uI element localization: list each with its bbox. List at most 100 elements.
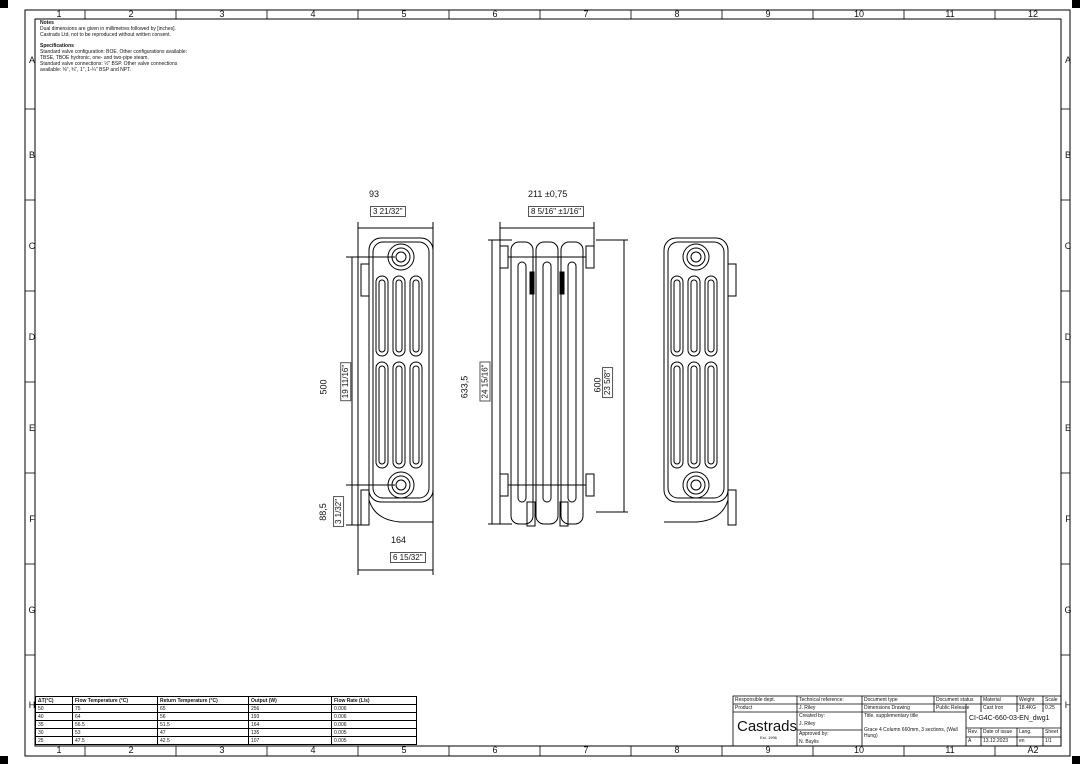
- corner-mark-bl: [0, 756, 8, 764]
- tb-created-label: Created by:: [799, 713, 825, 719]
- tb-title: Grace 4 Column 660mm, 3 sections, (Wall …: [864, 727, 958, 739]
- tb-doc-type: Dimensions Drawing: [864, 705, 910, 711]
- tb-sheet: 1/1: [1045, 738, 1052, 744]
- zone-col-7-bottom: 7: [583, 745, 589, 755]
- tb-scale: 0.25: [1045, 705, 1055, 711]
- tb-scale-label: Scale: [1045, 697, 1058, 703]
- zone-row-d-right: D: [1064, 332, 1072, 342]
- zone-row-e-right: E: [1064, 423, 1071, 433]
- dim-side-width-inch: 3 21/32": [370, 206, 406, 217]
- performance-table: ΔT(°C) Flow Temperature (°C) Return Temp…: [35, 696, 417, 745]
- spec-line: available: ⅜", ¾", 1", 1-¼" BSP and NPT.: [40, 67, 131, 73]
- spec-line: TBSE, TBOE hydronic, one- and two-pipe s…: [40, 55, 149, 61]
- table-row: 40 64 56 193 0.006: [35, 712, 417, 721]
- zone-col-11-bottom: 11: [945, 745, 955, 755]
- dim-front-width-inch: 8 5/16" ±1/16": [528, 206, 585, 217]
- dim-centers: 500: [318, 379, 329, 395]
- table-cell: 47.5: [72, 736, 158, 745]
- zone-col-4-bottom: 4: [310, 745, 316, 755]
- dim-centers-inch: 19 11/16": [340, 361, 352, 402]
- zone-col-3-bottom: 3: [219, 745, 225, 755]
- zone-col-7: 7: [583, 9, 589, 19]
- tb-created: J. Riley: [799, 721, 816, 727]
- brand-logo: Castrads: [737, 718, 798, 735]
- table-cell: 0.006: [331, 712, 417, 721]
- spec-line: Standard valve configuration: BOE. Other…: [40, 49, 188, 55]
- zone-row-h: H: [28, 700, 36, 710]
- zone-row-a: A: [28, 55, 35, 65]
- zone-row-a-right: A: [1064, 55, 1071, 65]
- table-row: 50 75 65 256 0.006: [35, 704, 417, 713]
- dim-bottom-width-inch: 6 15/32": [390, 552, 426, 563]
- tb-resp-dept-label: Responsible dept.: [735, 697, 776, 703]
- table-cell: 47: [157, 728, 249, 737]
- dim-overall: 633,5: [459, 375, 470, 399]
- tb-material-label: Material: [983, 697, 1001, 703]
- table-cell: 75: [72, 704, 158, 713]
- tb-rev: A: [968, 738, 972, 744]
- notes-line: Castrads Ltd, not to be reproduced witho…: [40, 32, 171, 38]
- tb-tech-ref-label: Technical reference:: [799, 697, 844, 703]
- tb-date-label: Date of issue: [983, 729, 1013, 735]
- dim-bottom-width: 164: [391, 535, 407, 545]
- dim-side-width: 93: [369, 189, 380, 199]
- zone-row-c: C: [28, 241, 36, 251]
- tb-doc-status-label: Document status: [936, 697, 974, 703]
- dim-floor-inch: 3 1/32": [333, 495, 345, 528]
- tb-resp-dept: Product: [735, 705, 753, 711]
- table-cell: 0.006: [331, 704, 417, 713]
- tb-sheet-label: Sheet: [1045, 729, 1059, 735]
- table-cell: 0.005: [331, 736, 417, 745]
- spec-heading: Specifications: [40, 43, 74, 49]
- tb-rev-label: Rev.: [968, 729, 978, 735]
- tb-weight-label: Weight: [1019, 697, 1035, 703]
- table-cell: 25: [35, 736, 73, 745]
- zone-col-8-bottom: 8: [674, 745, 680, 755]
- front-view: [488, 222, 628, 527]
- zone-row-d: D: [28, 332, 36, 342]
- zone-col-12: 12: [1027, 9, 1038, 19]
- col-header: Flow Temperature (°C): [72, 696, 158, 705]
- zone-col-11: 11: [945, 9, 955, 19]
- zone-row-f: F: [29, 514, 35, 524]
- table-cell: 35: [35, 720, 73, 729]
- zone-col-4: 4: [310, 9, 316, 19]
- table-cell: 30: [35, 728, 73, 737]
- table-cell: 0.006: [331, 720, 417, 729]
- zone-row-c-right: C: [1064, 241, 1072, 251]
- table-cell: 135: [248, 728, 332, 737]
- dim-height-inch: 23 5/8": [602, 366, 614, 399]
- zone-col-9: 9: [765, 9, 771, 19]
- table-cell: 164: [248, 720, 332, 729]
- tb-lang-label: Lang.: [1019, 729, 1032, 735]
- col-header: Return Temperature (°C): [157, 696, 249, 705]
- tb-doc-type-label: Document type: [864, 697, 898, 703]
- table-cell: 193: [248, 712, 332, 721]
- zone-col-9-bottom: 9: [765, 745, 771, 755]
- table-cell: 56.5: [72, 720, 158, 729]
- dim-height: 600: [592, 377, 603, 393]
- table-cell: 107: [248, 736, 332, 745]
- zone-col-a2-bottom: A2: [1027, 745, 1039, 755]
- zone-row-e: E: [28, 423, 35, 433]
- zone-col-6-bottom: 6: [492, 745, 498, 755]
- tb-doc-number: CI-G4C-660-03-EN_dwg1: [969, 715, 1050, 722]
- dim-front-width: 211 ±0,75: [528, 189, 568, 199]
- tb-approved: N. Baylis: [799, 739, 819, 745]
- dim-floor: 88,5: [317, 503, 328, 521]
- spec-line: Standard valve connections: ½" BSP. Othe…: [40, 61, 178, 67]
- tb-lang: en: [1019, 738, 1025, 744]
- tb-date: 13.12.2023: [983, 738, 1009, 744]
- zone-row-f-right: F: [1065, 514, 1071, 524]
- notes-heading: Notes: [40, 20, 54, 26]
- table-cell: 0.005: [331, 728, 417, 737]
- notes-line: Dual dimensions are given in millimetres…: [40, 26, 176, 32]
- table-cell: 42.5: [157, 736, 249, 745]
- zone-row-b: B: [28, 150, 35, 160]
- zone-col-2-bottom: 2: [128, 745, 134, 755]
- table-cell: 56: [157, 712, 249, 721]
- col-header: Output (W): [248, 696, 332, 705]
- table-cell: 50: [35, 704, 73, 713]
